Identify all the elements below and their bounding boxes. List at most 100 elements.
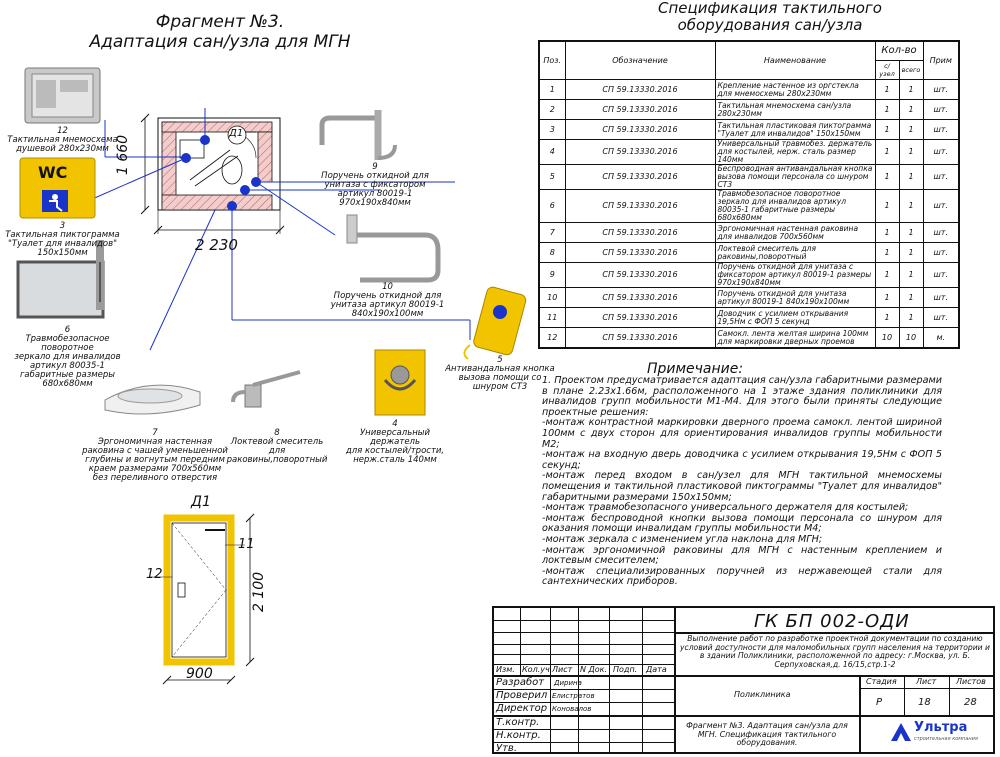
fragment-subtitle: Адаптация сан/узла для МГН bbox=[89, 32, 351, 52]
caption-3-line: 150х150мм bbox=[37, 248, 88, 258]
caption-8-num: 8 bbox=[274, 428, 280, 438]
door-dim-width: 900 bbox=[186, 666, 213, 682]
caption-12-num: 12 bbox=[57, 126, 68, 136]
cell-qty-unit: 1 bbox=[874, 164, 900, 190]
door-marker-12: 12 bbox=[146, 567, 163, 582]
cell-qty-total: 10 bbox=[898, 327, 924, 349]
cell-note: шт. bbox=[922, 307, 960, 328]
cell-designation: СП 59.13330.2016 bbox=[564, 242, 716, 263]
cell-qty-unit: 1 bbox=[874, 242, 900, 263]
caption-6-line: зеркало для инвалидов bbox=[14, 352, 121, 362]
caption-4-line: держатель bbox=[370, 437, 420, 447]
cell-qty-total: 1 bbox=[898, 119, 924, 140]
cell-designation: СП 59.13330.2016 bbox=[564, 222, 716, 243]
cell-note: шт. bbox=[922, 164, 960, 190]
col-ndok: N Док. bbox=[580, 665, 608, 674]
wc-sign-illustration bbox=[19, 157, 96, 219]
caption-6-line: артикул 80035-1 bbox=[30, 361, 105, 371]
caption-4-num: 4 bbox=[392, 419, 398, 429]
cell-note: шт. bbox=[922, 139, 960, 165]
note-line: -монтаж на входную дверь доводчика с уси… bbox=[542, 449, 942, 471]
cell-name: Универсальный травмобез. держатель для к… bbox=[714, 139, 876, 165]
cell-name: Поручень откидной для унитаза с фиксатор… bbox=[714, 262, 876, 288]
sheet-value: 18 bbox=[918, 697, 931, 708]
caption-7-line: без переливного отверстия bbox=[92, 473, 218, 483]
caption-7: 7 Эргономичная настенная раковина с чаше… bbox=[80, 429, 230, 483]
caption-3-num: 3 bbox=[59, 221, 66, 231]
cell-qty-unit: 1 bbox=[874, 79, 900, 100]
sheets-label: Листов bbox=[956, 677, 986, 686]
caption-5-num: 5 bbox=[497, 355, 503, 365]
cell-pos: 4 bbox=[538, 139, 566, 165]
note-line: -монтаж перед входом в сан/узел для МГН … bbox=[542, 470, 942, 503]
cell-note: шт. bbox=[922, 222, 960, 243]
col-podp: Подп. bbox=[613, 665, 638, 674]
cell-note: шт. bbox=[922, 79, 960, 100]
cell-pos: 11 bbox=[538, 307, 566, 328]
cell-name: Локтевой смеситель для раковины,поворотн… bbox=[714, 242, 876, 263]
caption-6-num: 6 bbox=[64, 325, 71, 335]
plan-dim-width: 2 230 bbox=[195, 236, 238, 254]
name-razrab: Дирина bbox=[554, 679, 582, 687]
doc-code: ГК БП 002-ОДИ bbox=[754, 611, 910, 632]
spec-title-line-1: Спецификация тактильного bbox=[658, 0, 882, 17]
cell-pos: 7 bbox=[538, 222, 566, 243]
company-name: Ультра bbox=[914, 720, 968, 735]
cell-qty-unit: 1 bbox=[874, 119, 900, 140]
title-block: ГК БП 002-ОДИ Выполнение работ по разраб… bbox=[492, 606, 995, 754]
cell-qty-total: 1 bbox=[898, 222, 924, 243]
caption-7-line: краем размерами 700х560мм bbox=[88, 464, 222, 474]
caption-7-num: 7 bbox=[152, 428, 158, 438]
caption-10-line: 840х190х100мм bbox=[351, 309, 424, 319]
cell-name: Тактильная пластиковая пиктограмма "Туал… bbox=[714, 119, 876, 140]
header-designation: Обозначение bbox=[564, 40, 716, 80]
caption-10-num: 10 bbox=[382, 282, 393, 292]
caption-9-line: артикул 80019-1 bbox=[337, 189, 413, 199]
grab-bar-9-illustration bbox=[319, 110, 397, 160]
caption-4-line: для костылей/трости, bbox=[345, 446, 445, 456]
cell-name: Самокл. лента желтая ширина 100мм для ма… bbox=[714, 327, 876, 349]
cell-designation: СП 59.13330.2016 bbox=[564, 139, 716, 165]
caption-7-line: глубины и вогнутым передним bbox=[85, 455, 225, 465]
cell-pos: 9 bbox=[538, 262, 566, 288]
caption-9-line: 970х190х840мм bbox=[339, 198, 411, 208]
mirror-illustration bbox=[16, 240, 105, 319]
cell-designation: СП 59.13330.2016 bbox=[564, 262, 716, 288]
cell-qty-total: 1 bbox=[898, 164, 924, 190]
header-name: Наименование bbox=[714, 40, 876, 80]
caption-9: 9 Поручень откидной для унитаза с фиксат… bbox=[305, 163, 445, 208]
caption-8-line: Локтевой смеситель для bbox=[230, 437, 324, 456]
header-qty-total: всего bbox=[898, 60, 924, 80]
cell-name: Беспроводная антивандальная кнопка вызов… bbox=[714, 164, 876, 190]
header-pos: Поз. bbox=[538, 40, 566, 80]
call-button-illustration bbox=[463, 286, 527, 360]
cell-qty-unit: 1 bbox=[874, 99, 900, 120]
col-list: Лист bbox=[552, 665, 573, 674]
door-detail-title: Д1 bbox=[191, 494, 211, 510]
header-qty-unit: с/узел bbox=[874, 60, 900, 80]
spec-table: Поз. Обозначение Наименование Кол-во При… bbox=[538, 40, 960, 349]
cell-pos: 1 bbox=[538, 79, 566, 100]
spec-title-line-2: оборудования сан/узла bbox=[677, 16, 863, 34]
name-prover: Елистратов bbox=[552, 692, 595, 700]
caption-4: 4 Универсальный держатель для костылей/т… bbox=[340, 420, 450, 465]
cell-qty-total: 1 bbox=[898, 307, 924, 328]
cell-pos: 8 bbox=[538, 242, 566, 263]
note-line: -монтаж беспроводной кнопки вызова помощ… bbox=[542, 512, 942, 535]
caption-12-line: душевой 280х230мм bbox=[16, 144, 109, 154]
cell-pos: 2 bbox=[538, 99, 566, 120]
role-nkontr: Н.контр. bbox=[496, 730, 541, 741]
cell-qty-unit: 1 bbox=[874, 189, 900, 223]
spec-title: Спецификация тактильного оборудования са… bbox=[640, 0, 900, 34]
caption-5: 5 Антивандальная кнопка вызова помощи со… bbox=[440, 356, 560, 392]
cell-pos: 10 bbox=[538, 287, 566, 308]
plan-door-tag: Д1 bbox=[229, 128, 244, 139]
cell-note: шт. bbox=[922, 262, 960, 288]
leader-lines bbox=[89, 108, 471, 351]
